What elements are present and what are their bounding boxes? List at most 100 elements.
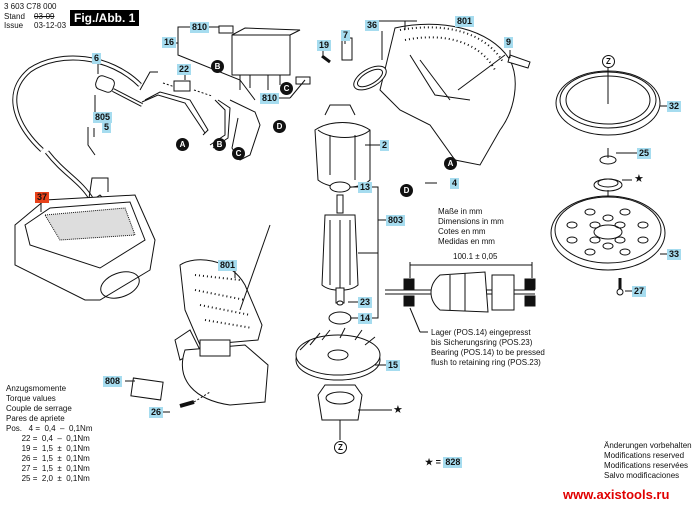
- part-label-805[interactable]: 805: [93, 112, 113, 123]
- pad-hole: [619, 208, 631, 216]
- modifications-line: Salvo modificaciones: [604, 471, 680, 480]
- part-label-26[interactable]: 26: [149, 407, 164, 418]
- torque-title: Couple de serrage: [6, 404, 72, 413]
- pad-assembly-drawing: [550, 68, 666, 271]
- part-label-803[interactable]: 803: [386, 215, 406, 226]
- stator-drawing: [314, 104, 371, 188]
- part-label-22[interactable]: 22: [177, 64, 192, 75]
- bearing-13-drawing: [329, 181, 351, 193]
- torque-title: Torque values: [6, 394, 56, 403]
- part-label-808[interactable]: 808: [103, 376, 123, 387]
- torque-values-table: Anzugsmomente Torque values Couple de se…: [6, 384, 93, 484]
- part-label-5[interactable]: 5: [102, 122, 112, 133]
- watermark-url[interactable]: www.axistools.ru: [563, 487, 670, 502]
- part-label-27[interactable]: 27: [632, 286, 647, 297]
- part-label-36[interactable]: 36: [365, 20, 380, 31]
- modifications-line: Modifications reserved: [604, 451, 685, 460]
- part-label-15[interactable]: 15: [386, 360, 401, 371]
- pad-holes-drawing: [566, 208, 649, 256]
- pad-hole: [566, 236, 578, 244]
- torque-row: 26 = 1,5 ± 0,1Nm: [6, 454, 93, 464]
- part-label-13[interactable]: 13: [358, 182, 373, 193]
- torque-tol-value: 0,1Nm: [66, 434, 90, 443]
- part-label-16[interactable]: 16: [162, 37, 177, 48]
- part-label-14[interactable]: 14: [358, 313, 373, 324]
- torque-value: 0,4: [41, 434, 53, 443]
- part-label-37[interactable]: 37: [35, 192, 50, 203]
- torque-value: 2,0: [41, 474, 53, 483]
- part-label-19[interactable]: 19: [317, 40, 332, 51]
- part-label-4[interactable]: 4: [450, 178, 460, 189]
- part-label-7[interactable]: 7: [341, 30, 351, 41]
- leader-lines: [40, 20, 667, 413]
- torque-value: 0,4: [44, 424, 56, 433]
- pad-hole: [637, 236, 649, 244]
- torque-value: 1,5: [41, 454, 53, 463]
- retaining-ring-drawing: [336, 300, 344, 306]
- torque-pos: 25: [21, 474, 31, 483]
- pad-hole: [637, 221, 649, 229]
- star-equals: =: [435, 457, 441, 467]
- torque-title: Anzugsmomente: [6, 384, 67, 393]
- torque-tol-value: 0,1Nm: [66, 464, 90, 473]
- part-label-25[interactable]: 25: [637, 148, 652, 159]
- part-label-828[interactable]: 828: [443, 457, 463, 468]
- modifications-line: Modifications reservées: [604, 461, 689, 470]
- star-icon: ★: [425, 457, 434, 467]
- pad-hole: [566, 221, 578, 229]
- torque-tol-value: 0,1Nm: [66, 454, 90, 463]
- part-label-32[interactable]: 32: [667, 101, 682, 112]
- connector-marker-b: B: [213, 138, 226, 151]
- torque-eq: =: [30, 474, 42, 483]
- torque-tol: –: [52, 434, 67, 443]
- torque-pos: 19: [21, 444, 31, 453]
- pad-hole: [602, 242, 614, 250]
- part-label-810[interactable]: 810: [190, 22, 210, 33]
- connector-marker-d: D: [273, 120, 286, 133]
- star-marker: ★: [634, 173, 644, 185]
- torque-tol-value: 0,1Nm: [66, 444, 90, 453]
- rotor-dimension-drawing: [385, 262, 536, 333]
- switch-module-drawing: [218, 25, 311, 90]
- part-label-801[interactable]: 801: [218, 260, 238, 271]
- connector-marker-b: B: [211, 60, 224, 73]
- pad-hole: [602, 214, 614, 222]
- stand-label: Stand: [4, 12, 25, 21]
- pad-hole: [589, 221, 601, 229]
- dimensions-line: Medidas en mm: [438, 237, 495, 246]
- dust-box-drawing: [14, 194, 156, 301]
- torque-tol-value: 0,1Nm: [66, 474, 90, 483]
- torque-pos-prefix: [6, 454, 22, 463]
- torque-pos-prefix: [6, 434, 22, 443]
- torque-tol: ±: [52, 464, 67, 473]
- part-label-6[interactable]: 6: [92, 53, 102, 64]
- dimensions-line: Cotes en mm: [438, 227, 486, 236]
- modifications-note: Änderungen vorbehalten Modifications res…: [604, 441, 692, 481]
- torque-pos: 22: [21, 434, 31, 443]
- pad-hole: [584, 208, 596, 216]
- torque-tol: ±: [52, 454, 67, 463]
- torque-eq: =: [30, 444, 42, 453]
- torque-row: 19 = 1,5 ± 0,1Nm: [6, 444, 93, 454]
- torque-eq: =: [30, 434, 42, 443]
- part-label-810[interactable]: 810: [260, 93, 280, 104]
- modifications-line: Änderungen vorbehalten: [604, 441, 692, 450]
- torque-pos: 4: [26, 424, 34, 433]
- torque-eq: =: [30, 454, 42, 463]
- part-label-9[interactable]: 9: [504, 37, 514, 48]
- rotor-drawing: [321, 194, 359, 304]
- torque-row: 27 = 1,5 ± 0,1Nm: [6, 464, 93, 474]
- torque-tol-value: 0,1Nm: [68, 424, 93, 433]
- housing-top-drawing: [321, 23, 531, 166]
- torque-eq: =: [33, 424, 45, 433]
- torque-pos-prefix: [6, 474, 22, 483]
- part-label-33[interactable]: 33: [667, 249, 682, 260]
- dimensions-line: Maße in mm: [438, 207, 483, 216]
- star-marker: ★: [393, 404, 403, 416]
- part-label-2[interactable]: 2: [380, 140, 390, 151]
- screw-27-drawing: [616, 278, 624, 296]
- part-label-801[interactable]: 801: [455, 16, 475, 27]
- torque-pos-prefix: [6, 464, 22, 473]
- part-label-23[interactable]: 23: [358, 297, 373, 308]
